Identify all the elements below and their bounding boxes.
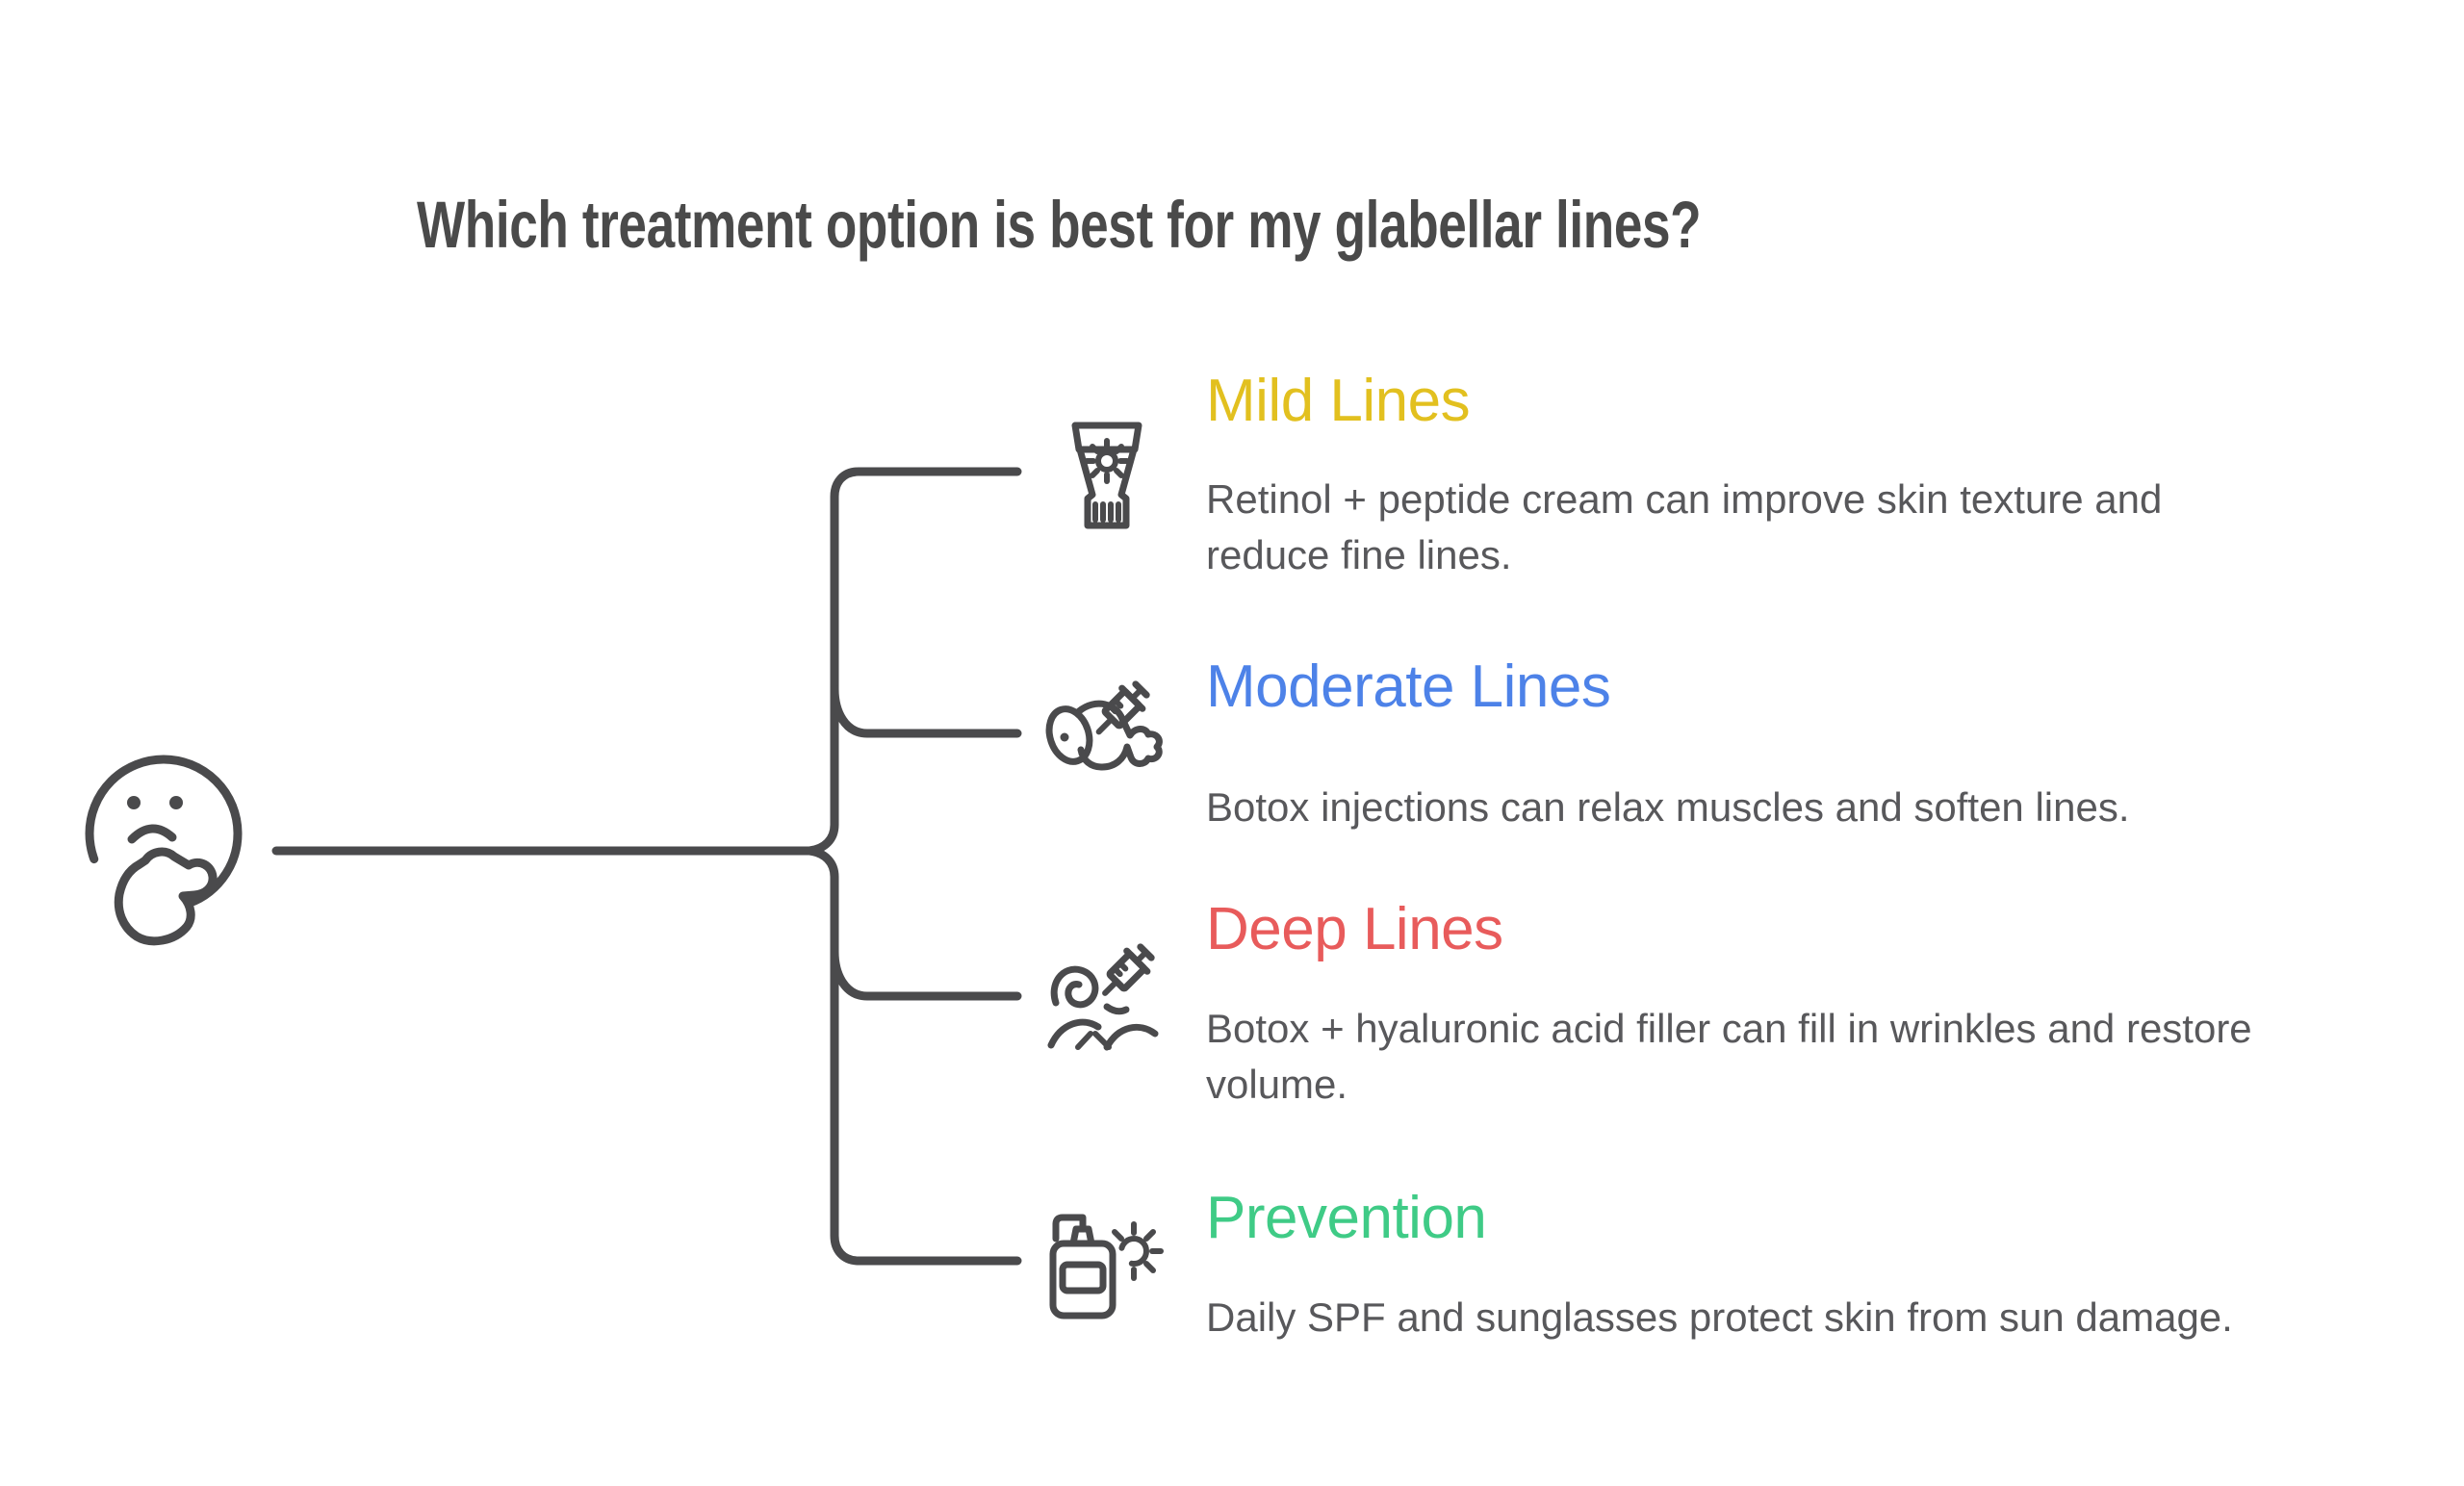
option-description-deep-lines: Botox + hyaluronic acid filler can fill …	[1206, 1006, 2252, 1107]
wrinkle-filler-syringe-icon	[1047, 943, 1159, 1051]
option-description-mild-lines: Retinol + peptide cream can improve skin…	[1206, 476, 2163, 577]
branch-moderate	[830, 684, 1022, 738]
fist-on-chin	[114, 847, 218, 946]
branch-prevention	[805, 846, 1022, 1266]
muscle-injection-icon	[1045, 680, 1163, 771]
connector-lines	[271, 467, 1022, 1266]
sun-icon	[1118, 1236, 1149, 1267]
branch-deep	[830, 947, 1022, 1001]
spf-bottle-sun-icon	[1049, 1214, 1164, 1319]
option-heading-moderate-lines: Moderate Lines	[1206, 653, 1611, 720]
branch-mild	[805, 467, 1022, 856]
wrinkle-arc	[1103, 1023, 1159, 1051]
sun-icon	[1095, 449, 1118, 473]
option-heading-mild-lines: Mild Lines	[1206, 368, 1471, 434]
syringe-icon	[1102, 943, 1155, 996]
skin-fold-curl	[1050, 965, 1099, 1009]
option-description-moderate-lines: Botox injections can relax muscles and s…	[1206, 784, 2130, 830]
frown-mouth	[127, 824, 177, 844]
sunscreen-tube-icon	[1071, 422, 1142, 529]
bottle-label	[1059, 1261, 1107, 1294]
option-description-prevention: Daily SPF and sunglasses protect skin fr…	[1206, 1294, 2233, 1340]
thinking-face-icon	[85, 755, 243, 946]
syringe-icon	[1095, 680, 1150, 735]
wrinkle-arc	[1047, 1018, 1102, 1049]
pump-arm	[1052, 1214, 1087, 1243]
option-heading-deep-lines: Deep Lines	[1206, 896, 1503, 962]
option-heading-prevention: Prevention	[1206, 1185, 1487, 1251]
page-title: Which treatment option is best for my gl…	[417, 188, 1702, 263]
